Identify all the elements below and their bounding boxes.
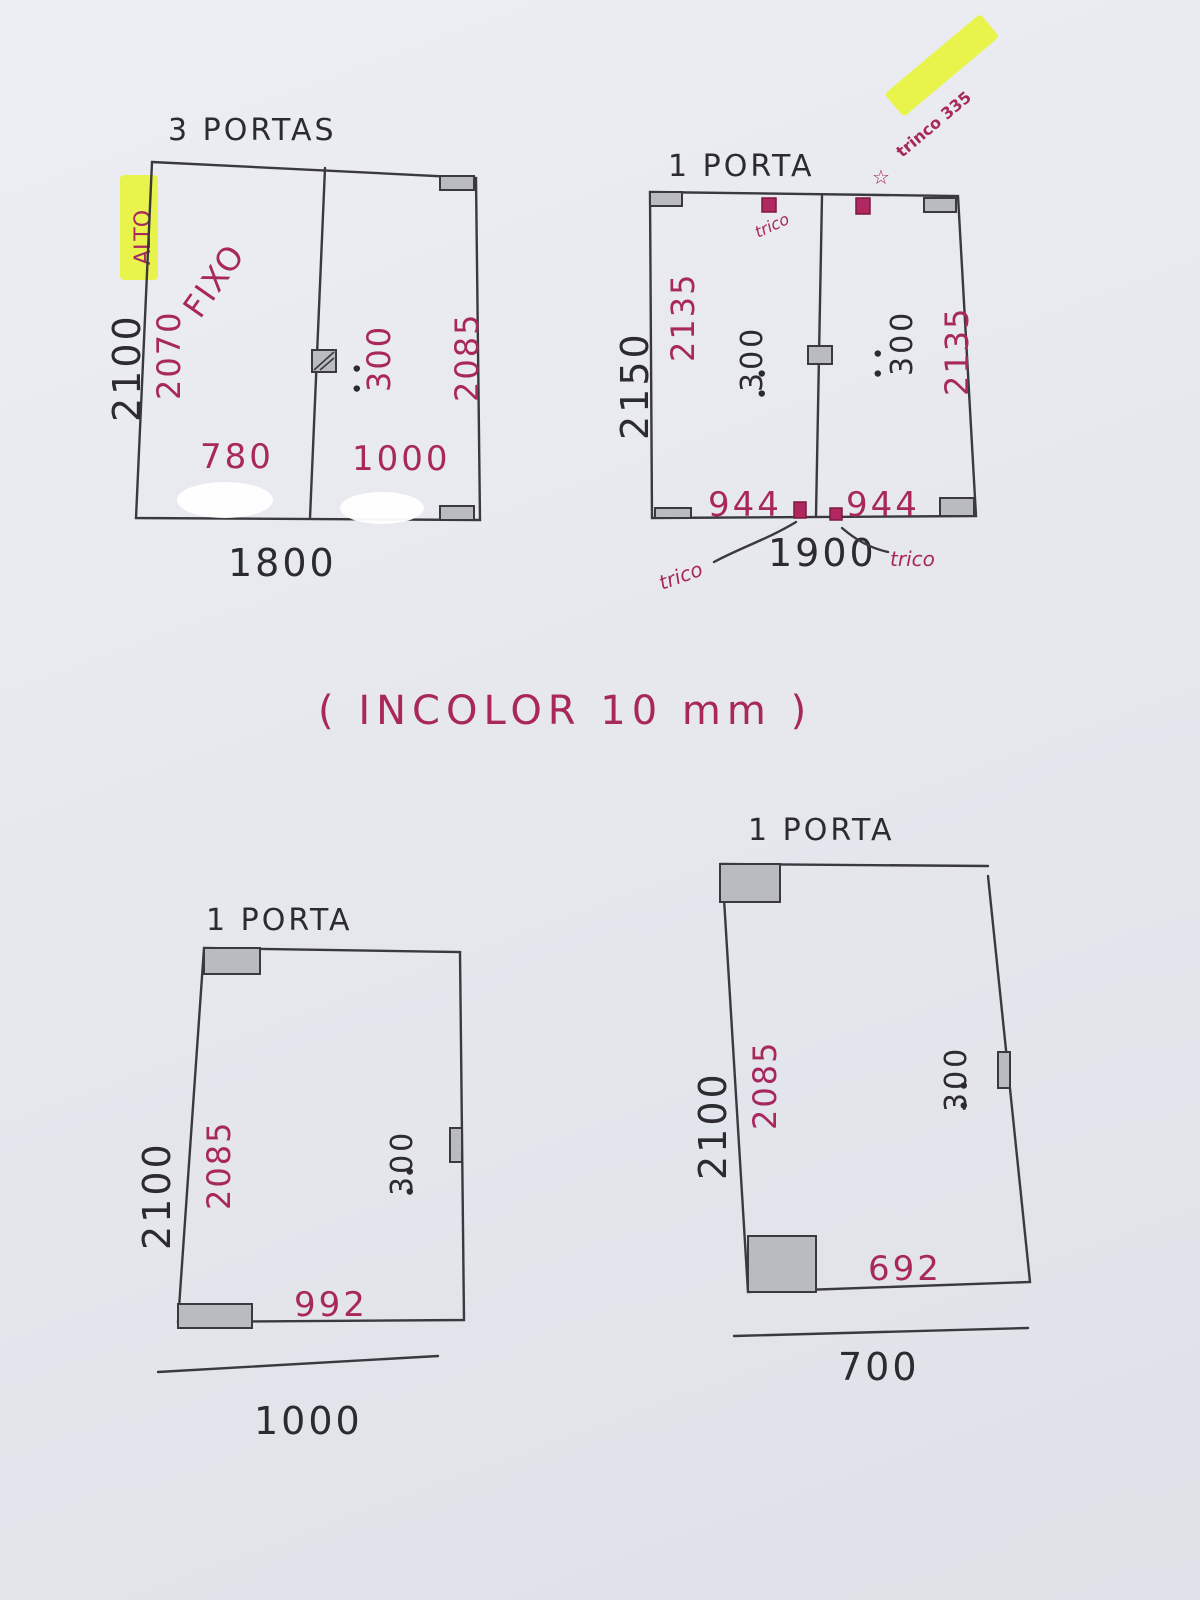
sketch4-title: 1 PORTA	[748, 813, 895, 848]
trico-label-bottom-left: trico	[656, 557, 706, 595]
trico-callout-left	[712, 520, 798, 564]
trinco-star: ☆	[872, 165, 890, 189]
sketch2-height-total: 2150	[613, 331, 657, 440]
sketch1-height-fixed: 2070	[150, 311, 188, 400]
sketch1-handle-offset: 300	[360, 325, 398, 392]
trico-marker-top-right	[855, 197, 871, 215]
sketch1-fixo-label: FIXO	[175, 237, 253, 325]
correction-blob-right	[340, 492, 424, 524]
fitting-bottom	[747, 1235, 817, 1293]
trico-label-bottom-right: trico	[890, 547, 935, 571]
sketch2-title: 1 PORTA	[668, 149, 815, 184]
sketch4-height-inner: 2085	[746, 1041, 784, 1130]
sketch4-width-inner: 692	[868, 1249, 942, 1289]
sketch2-height-left: 2135	[664, 273, 702, 362]
fitting-top-left	[649, 191, 683, 207]
sketch3-title: 1 PORTA	[206, 903, 353, 938]
sketch3-width-total: 1000	[254, 1399, 363, 1443]
lock-block	[807, 345, 833, 365]
fitting-bottom-left	[654, 507, 692, 519]
sketch2-width-total: 1900	[768, 531, 877, 575]
fitting-top-right	[923, 197, 957, 213]
sketch3-width-inner: 992	[294, 1285, 368, 1325]
sketch3-handle-offset: 300	[385, 1130, 420, 1196]
trico-callout-right	[840, 526, 890, 554]
sketch-1-porta-top-right: 1 PORTA trinco 335 ☆ trico • • • • 2150 …	[613, 15, 998, 595]
sketch2-width-left: 944	[708, 485, 782, 525]
glass-note: ( INCOLOR 10 mm )	[318, 688, 812, 734]
sketch3-dimension-line	[156, 1354, 440, 1374]
sketch1-frame	[134, 160, 482, 522]
sketch3-height-total: 2100	[135, 1141, 179, 1250]
handle-dots-right: • •	[867, 347, 892, 380]
correction-blob-left	[177, 482, 273, 518]
trico-marker-bottom-left	[793, 501, 807, 519]
sketch3-frame	[176, 946, 466, 1324]
fitting-bottom-right	[939, 497, 975, 517]
sketch2-width-right: 944	[846, 485, 920, 525]
sketch1-height-total: 2100	[105, 313, 149, 422]
handle-dots: • •	[953, 1079, 978, 1112]
handle	[449, 1127, 463, 1163]
sketch1-width-left: 780	[200, 437, 274, 477]
handle-dots-left: • •	[751, 367, 776, 400]
sketch-1-porta-bottom-right: 1 PORTA • • 2100 2085 300 692 700	[691, 813, 1032, 1389]
sketch1-title: 3 PORTAS	[168, 113, 337, 148]
handle-dots: • •	[399, 1165, 424, 1198]
sketch2-height-right: 2135	[938, 307, 976, 396]
fitting-top	[719, 863, 781, 903]
sketch4-dimension-line	[732, 1326, 1030, 1338]
sketch1-divider	[308, 166, 327, 520]
trico-marker-bottom-right	[829, 507, 843, 521]
sketch2-handle-offset-right: 300	[885, 310, 920, 376]
sketch4-handle-offset: 300	[939, 1046, 974, 1112]
sketch1-height-right: 2085	[448, 313, 486, 402]
fitting-top-right	[439, 175, 475, 191]
fitting-top	[203, 947, 261, 975]
sketch2-frame	[648, 190, 978, 520]
trinco-highlight	[886, 15, 998, 116]
trico-label-top: trico	[752, 209, 793, 241]
sketch2-handle-offset-left: 300	[735, 326, 770, 392]
sketch3-height-inner: 2085	[200, 1121, 238, 1210]
handle-dots: • •	[346, 362, 371, 395]
fitting-bottom	[177, 1303, 253, 1329]
sketch4-height-total: 2100	[691, 1071, 735, 1180]
sketch-1-porta-bottom-left: 1 PORTA • • 2100 2085 300 992 1000	[135, 903, 466, 1443]
sketch-3-portas: 3 PORTAS ALTO • • 2100 2070 FIXO 300 208…	[105, 113, 486, 585]
sketch1-width-total: 1800	[228, 541, 337, 585]
fitting-bottom-right	[439, 505, 475, 521]
alto-label: ALTO	[131, 210, 156, 265]
trico-marker-top-left	[761, 197, 777, 213]
handle	[997, 1051, 1011, 1089]
sketch4-width-total: 700	[838, 1345, 920, 1389]
sketch1-width-right: 1000	[352, 439, 451, 479]
